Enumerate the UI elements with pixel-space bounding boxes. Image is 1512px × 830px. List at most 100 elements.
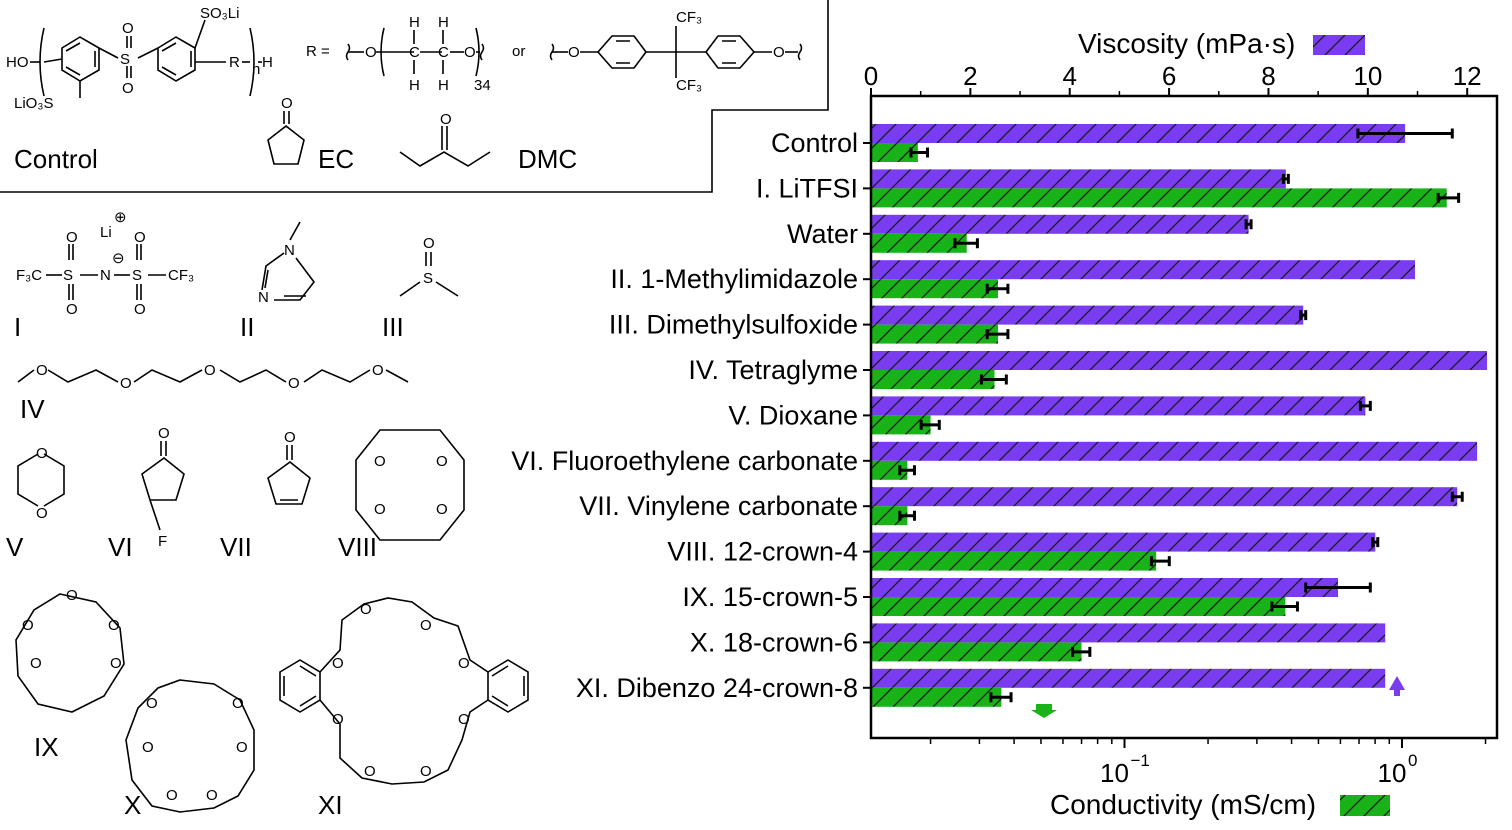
atom-h-end: H [262, 54, 273, 71]
atom-o: O [288, 375, 300, 392]
atom-o: O [458, 711, 470, 728]
plus-charge: ⊕ [114, 209, 127, 226]
conductivity-bar [871, 597, 1286, 616]
viscosity-bar [871, 396, 1366, 416]
atom-o: O [36, 445, 48, 462]
atom-o: O [134, 301, 146, 318]
viscosity-bar [871, 532, 1376, 552]
control-label: Control [14, 144, 98, 174]
atom-o: O [332, 711, 344, 728]
atom-o: O [110, 655, 122, 672]
viscosity-tick-label: 4 [1062, 61, 1076, 91]
litfsi-structure: Li ⊕ F₃C S O O N ⊖ S O O CF₃ I [14, 209, 194, 342]
conductivity-bar [871, 506, 908, 526]
viscosity-tick-label: 2 [963, 61, 977, 91]
conductivity-errorbar [909, 147, 930, 158]
bracket-right [249, 27, 255, 97]
atom-c: C [409, 44, 420, 61]
viscosity-errorbar [1299, 310, 1308, 321]
viscosity-tick-label: 10 [1353, 61, 1382, 91]
bracket-left [39, 27, 45, 97]
atom-o: O [232, 695, 244, 712]
dioxane-structure: O O V [6, 445, 65, 562]
conductivity-bar [871, 370, 995, 389]
subscript-n: n [252, 61, 260, 78]
atom-o: O [166, 787, 178, 804]
atom-so3li: SO₃Li [200, 5, 239, 22]
atom-o: O [30, 655, 42, 672]
viscosity-axis-title: Viscosity (mPa·s) [1078, 28, 1365, 59]
atom-o: O [420, 763, 432, 780]
tetraglyme-structure: O O O O O IV [17, 362, 409, 424]
atom-o: O [436, 453, 448, 470]
viscosity-bar [871, 305, 1304, 325]
atom-s: S [120, 51, 130, 68]
atom-o: O [36, 505, 48, 522]
conductivity-bar [871, 279, 999, 299]
atom-o: O [284, 429, 296, 446]
category-label: X. 18-crown-6 [690, 627, 858, 657]
atom-o: O [66, 229, 78, 246]
atom-li: Li [100, 224, 112, 241]
label-i: I [14, 312, 21, 342]
atom-h: H [409, 14, 420, 31]
conductivity-errorbar [979, 374, 1008, 385]
label-vii: VII [220, 532, 252, 562]
label-xi: XI [318, 790, 343, 820]
viscosity-errorbar [1358, 400, 1372, 411]
conductivity-errorbar [1436, 192, 1461, 203]
fec-structure: O F VI [108, 425, 185, 562]
crown-18-6-structure: O O O O O O X [124, 679, 255, 820]
conductivity-legend-swatch [1340, 795, 1390, 816]
crown-12-4-structure: O O O O VIII [338, 429, 465, 562]
category-label: II. 1-Methylimidazole [610, 264, 858, 294]
atom-o: O [66, 587, 78, 604]
ec-structure: O EC [267, 95, 354, 174]
ec-label: EC [318, 144, 354, 174]
conductivity-errorbar [919, 419, 941, 430]
dibenzo-24-crown-8-structure: O O O O O O O O XI [279, 597, 529, 820]
conductivity-errorbar [898, 465, 916, 476]
atom-o: O [773, 44, 785, 61]
atom-lio3s: LiO₃S [14, 95, 53, 112]
conductivity-bar [871, 188, 1447, 208]
conductivity-bar [871, 233, 967, 253]
atom-o: O [236, 739, 248, 756]
vc-ring [267, 460, 311, 505]
benzene-ring-right [487, 659, 529, 713]
atom-o: O [420, 617, 432, 634]
conductivity-axis-label: Conductivity (mS/cm) [1050, 789, 1316, 820]
conductivity-bar [871, 324, 999, 344]
label-x: X [124, 790, 141, 820]
conductivity-errorbar [985, 329, 1010, 340]
crown-15-5-structure: O O O O O IX [15, 587, 125, 762]
atom-o-bottom: O [122, 80, 134, 97]
dmso-structure: O S III [382, 235, 459, 342]
atom-o: O [146, 695, 158, 712]
atom-o: O [436, 501, 448, 518]
viscosity-bar [871, 441, 1478, 461]
chemical-structures: H O LiO₃S S O O SO₃Li R n H [0, 0, 829, 820]
r-group-structures: R = O C H H C H H O 34 or O [306, 9, 803, 94]
atom-o: O [365, 44, 377, 61]
category-label: III. Dimethylsulfoxide [609, 310, 858, 340]
atom-c: C [438, 44, 449, 61]
conductivity-errorbar [1071, 646, 1092, 657]
atom-o: O [120, 375, 132, 392]
atom-s: S [63, 267, 73, 284]
category-label: VII. Vinylene carbonate [579, 491, 858, 521]
viscosity-bar [871, 124, 1406, 143]
conductivity-errorbar [1149, 556, 1171, 567]
subscript-34: 34 [474, 77, 491, 94]
minus-charge: ⊖ [112, 250, 125, 267]
viscosity-axis-label: Viscosity (mPa·s) [1078, 28, 1295, 59]
category-label: VI. Fluoroethylene carbonate [511, 446, 858, 476]
atom-o: O [568, 44, 580, 61]
atom-r: R [229, 54, 240, 71]
atom-s: S [423, 270, 433, 287]
atom-o: O [364, 763, 376, 780]
